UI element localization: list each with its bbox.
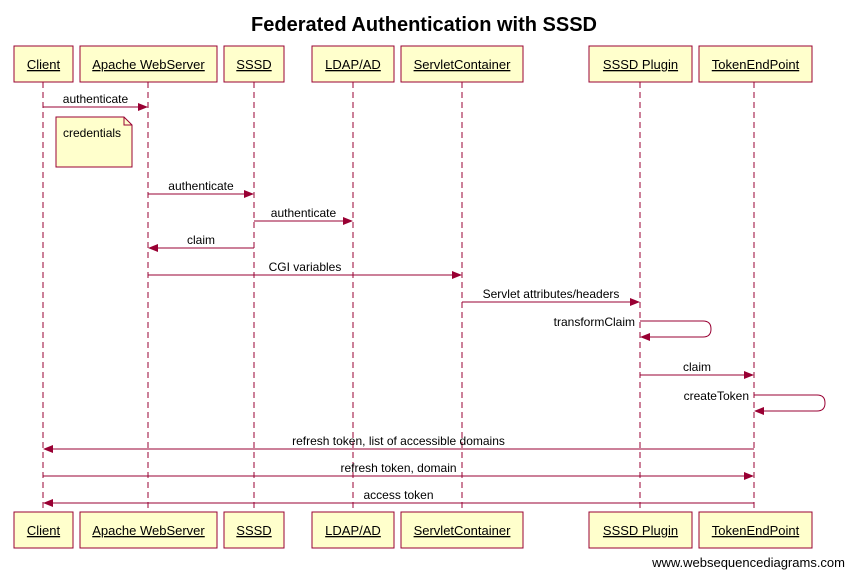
participant-ldap-bottom: LDAP/AD <box>311 511 395 549</box>
note-fold <box>123 117 132 126</box>
message: claim <box>148 233 254 252</box>
self-message-line <box>754 394 826 412</box>
participant-servlet-bottom: ServletContainer <box>400 511 524 549</box>
participant-label: Client <box>27 523 61 538</box>
message: authenticate <box>148 179 254 198</box>
participant-label: SSSD Plugin <box>603 57 678 72</box>
footer-watermark: www.websequencediagrams.com <box>651 555 845 570</box>
message-label: Servlet attributes/headers <box>483 287 620 301</box>
participant-label: TokenEndPoint <box>712 57 800 72</box>
message: Servlet attributes/headers <box>462 287 640 306</box>
arrow-head <box>244 190 254 198</box>
participant-box <box>311 45 395 83</box>
arrow-head <box>744 371 754 379</box>
participants-bottom: Client Apache WebServer SSSD LDAP/AD Servlet… <box>13 511 813 549</box>
self-message-label: transformClaim <box>554 315 635 329</box>
note-label: credentials <box>63 126 121 140</box>
message-label: claim <box>683 360 711 374</box>
diagram-title: Federated Authentication with SSSD <box>251 14 597 36</box>
participant-label: SSSD <box>236 523 271 538</box>
message: refresh token, domain <box>43 461 754 480</box>
participant-label: TokenEndPoint <box>712 523 800 538</box>
participant-box <box>79 511 218 549</box>
participant-label: ServletContainer <box>414 57 511 72</box>
participant-box <box>13 45 74 83</box>
participant-label: Apache WebServer <box>92 523 205 538</box>
self-message: transformClaim <box>554 315 712 341</box>
participant-box <box>588 511 693 549</box>
message-label: authenticate <box>168 179 234 193</box>
participant-servlet-top: ServletContainer <box>400 45 524 83</box>
message: claim <box>640 360 754 379</box>
arrow-head <box>754 407 764 415</box>
arrow-head <box>640 333 650 341</box>
participants-top: Client Apache WebServer SSSD LDAP/AD Servlet… <box>13 45 813 83</box>
message: refresh token, list of accessible domain… <box>43 434 754 453</box>
arrow-head <box>138 103 148 111</box>
participant-client-top: Client <box>13 45 74 83</box>
arrow-head <box>343 217 353 225</box>
arrow-head <box>744 472 754 480</box>
message-label: refresh token, domain <box>340 461 456 475</box>
participant-box <box>79 45 218 83</box>
arrow-head <box>452 271 462 279</box>
participant-label: SSSD <box>236 57 271 72</box>
participant-token-bottom: TokenEndPoint <box>698 511 813 549</box>
participant-sssd-top: SSSD <box>223 45 285 83</box>
note: credentials <box>55 116 133 168</box>
participant-client-bottom: Client <box>13 511 74 549</box>
participant-apache-top: Apache WebServer <box>79 45 218 83</box>
participant-token-top: TokenEndPoint <box>698 45 813 83</box>
participant-apache-bottom: Apache WebServer <box>79 511 218 549</box>
participant-label: SSSD Plugin <box>603 523 678 538</box>
participant-plugin-bottom: SSSD Plugin <box>588 511 693 549</box>
participant-box <box>698 45 813 83</box>
lifelines <box>42 82 755 512</box>
note-box <box>55 116 133 168</box>
participant-box <box>698 511 813 549</box>
message-label: claim <box>187 233 215 247</box>
participant-box <box>400 511 524 549</box>
participant-box <box>311 511 395 549</box>
participant-plugin-top: SSSD Plugin <box>588 45 693 83</box>
arrow-head <box>148 244 158 252</box>
participant-label: Apache WebServer <box>92 57 205 72</box>
participant-box <box>223 45 285 83</box>
message-label: CGI variables <box>269 260 342 274</box>
events: authenticate credentials authenticate authe… <box>43 92 826 507</box>
message: CGI variables <box>148 260 462 279</box>
arrow-head <box>43 445 53 453</box>
participant-label: LDAP/AD <box>325 523 381 538</box>
message-label: access token <box>363 488 433 502</box>
message-label: authenticate <box>271 206 337 220</box>
participant-label: ServletContainer <box>414 523 511 538</box>
participant-sssd-bottom: SSSD <box>223 511 285 549</box>
self-message: createToken <box>684 389 826 415</box>
arrow-head <box>43 499 53 507</box>
arrow-head <box>630 298 640 306</box>
participant-label: Client <box>27 57 61 72</box>
participant-ldap-top: LDAP/AD <box>311 45 395 83</box>
message-label: refresh token, list of accessible domain… <box>292 434 505 448</box>
participant-box <box>588 45 693 83</box>
message: authenticate <box>43 92 148 111</box>
message: authenticate <box>254 206 353 225</box>
message-label: authenticate <box>63 92 129 106</box>
participant-box <box>400 45 524 83</box>
participant-box <box>13 511 74 549</box>
participant-label: LDAP/AD <box>325 57 381 72</box>
participant-box <box>223 511 285 549</box>
message: access token <box>43 488 754 507</box>
self-message-line <box>640 320 712 338</box>
self-message-label: createToken <box>684 389 749 403</box>
